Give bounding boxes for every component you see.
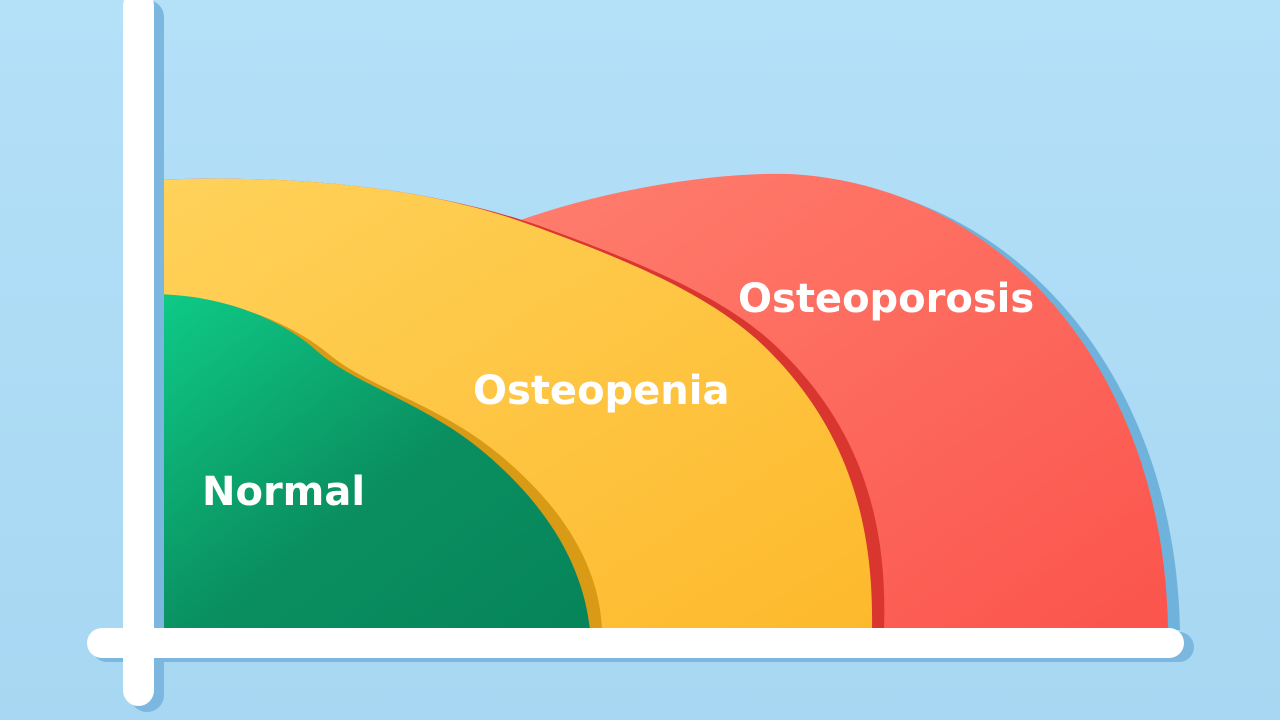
normal-label: Normal xyxy=(202,469,365,515)
x-axis xyxy=(87,628,1184,658)
axes xyxy=(87,0,1194,712)
y-axis xyxy=(123,0,154,706)
normal-zone-shape xyxy=(150,294,590,630)
osteopenia-label: Osteopenia xyxy=(473,368,729,414)
normal-zone xyxy=(150,294,602,630)
osteoporosis-label: Osteoporosis xyxy=(738,276,1034,322)
